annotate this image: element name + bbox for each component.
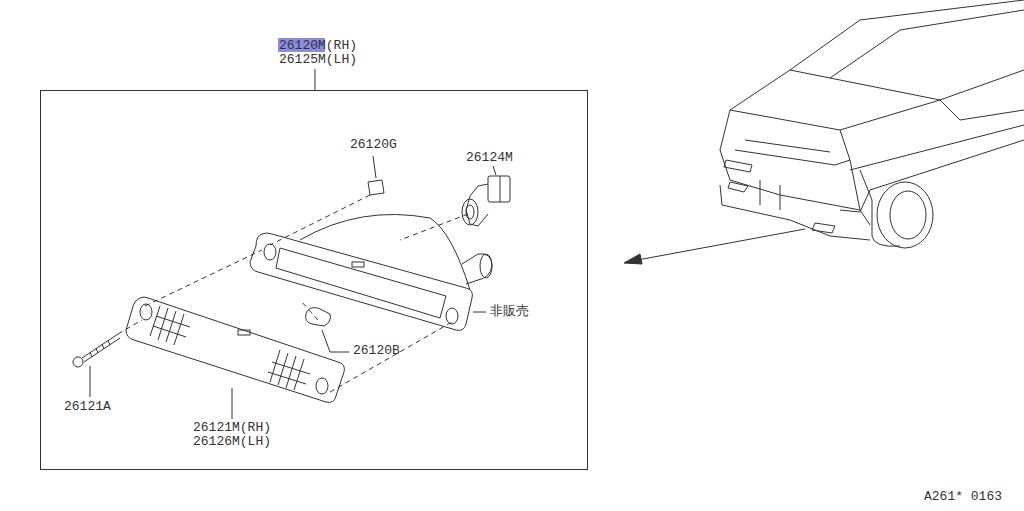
arrow-head — [624, 254, 642, 264]
callout-number: 26121M(RH) 26126M(LH) — [193, 421, 275, 449]
pointer-arrow — [632, 229, 805, 261]
callout-number: 26120B — [353, 344, 400, 358]
screw — [73, 334, 120, 367]
leader-line — [315, 69, 316, 90]
lamp-lens — [126, 297, 344, 402]
leader-line — [493, 166, 496, 175]
part-number: 26120M(RH) 26125M(LH) — [279, 39, 361, 67]
leader-line — [473, 312, 486, 313]
leader-line — [232, 388, 233, 419]
socket — [462, 176, 510, 226]
callout-number: 26124M — [466, 151, 513, 165]
lamp-housing — [250, 214, 492, 330]
callout-number: 非販売 — [490, 304, 529, 318]
leader-line — [322, 330, 349, 352]
callout-number: 26121A — [64, 400, 111, 414]
callout-number: 26120G — [350, 138, 397, 152]
parts-box: 26120M(RH) 26125M(LH) — [40, 90, 588, 470]
leader-line — [373, 156, 376, 178]
car-sketch — [720, 0, 1024, 248]
callout-number: A261* 0163 — [924, 490, 1002, 504]
assembly-line — [118, 195, 468, 392]
leader-line — [90, 366, 91, 397]
gasket — [368, 180, 384, 195]
